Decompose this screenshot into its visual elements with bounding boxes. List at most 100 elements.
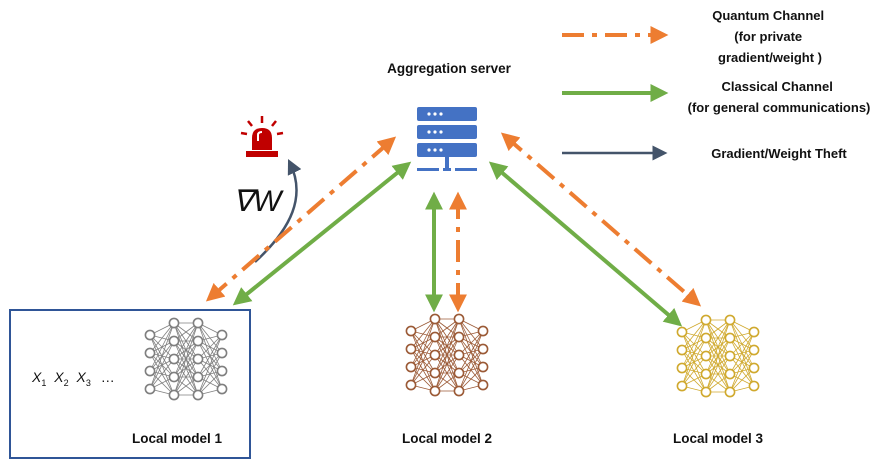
nn-edge: [434, 354, 460, 392]
nn-edge: [197, 334, 223, 378]
nn-node: [477, 361, 489, 373]
nn-node: [192, 353, 204, 365]
nn-edge: [410, 336, 436, 386]
nn-edge: [197, 334, 223, 396]
neural-network-model-1: [144, 317, 228, 401]
nn-node: [724, 350, 736, 362]
model-2-label: Local model 2: [402, 431, 492, 446]
nn-node: [168, 371, 180, 383]
nn-edge: [410, 318, 436, 368]
nn-node: [453, 331, 465, 343]
nn-edge: [410, 318, 436, 386]
nn-edge: [458, 330, 484, 392]
nn-node: [192, 317, 204, 329]
nn-node: [724, 314, 736, 326]
nn-node: [192, 335, 204, 347]
nn-node: [453, 385, 465, 397]
nn-edge: [434, 318, 460, 374]
nn-node: [168, 317, 180, 329]
nn-node: [216, 383, 228, 395]
nn-node: [676, 344, 688, 356]
nn-node: [700, 386, 712, 398]
nn-node: [676, 362, 688, 374]
nn-node: [405, 325, 417, 337]
nn-node: [168, 353, 180, 365]
nn-edge: [197, 352, 223, 396]
nn-edge: [681, 319, 707, 351]
nn-edge: [434, 336, 460, 392]
nn-edge: [149, 322, 175, 354]
nn-node: [429, 367, 441, 379]
legend-quantum-label: Quantum Channel (for private gradient/we…: [712, 8, 828, 65]
nn-edge: [149, 322, 175, 372]
nn-node: [700, 314, 712, 326]
nn-node: [216, 365, 228, 377]
nn-edge: [173, 358, 199, 396]
nn-node: [429, 313, 441, 325]
neural-network-model-2: [405, 313, 489, 397]
classical-channel-model-3: [488, 161, 683, 327]
nn-edge: [729, 331, 755, 393]
nn-node: [192, 389, 204, 401]
server-label: Aggregation server: [387, 61, 512, 76]
legend-theft-label: Gradient/Weight Theft: [711, 146, 847, 161]
nn-node: [144, 383, 156, 395]
nn-edge: [197, 334, 223, 360]
nn-edge: [705, 337, 731, 393]
nn-node: [192, 371, 204, 383]
nn-edge: [197, 370, 223, 396]
nn-edge: [173, 322, 199, 396]
legend-classical-label: Classical Channel (for general communica…: [688, 79, 871, 115]
nn-node: [676, 326, 688, 338]
nn-edge: [173, 340, 199, 396]
nn-node: [676, 380, 688, 392]
nn-node: [144, 365, 156, 377]
nn-node: [724, 332, 736, 344]
quantum-channel-model-1: [205, 136, 397, 302]
nn-edge: [458, 366, 484, 392]
nn-edge: [458, 330, 484, 356]
nn-node: [748, 380, 760, 392]
nn-node: [168, 335, 180, 347]
nn-edge: [729, 349, 755, 393]
nn-edge: [434, 318, 460, 392]
model-1-label: Local model 1: [132, 431, 223, 446]
alarm-siren-icon: [240, 116, 284, 157]
nn-edge: [705, 355, 731, 393]
model-3-label: Local model 3: [673, 431, 764, 446]
nn-node: [748, 326, 760, 338]
nn-edge: [458, 348, 484, 392]
nn-node: [700, 350, 712, 362]
nn-node: [748, 362, 760, 374]
nn-edge: [458, 330, 484, 374]
nn-node: [216, 329, 228, 341]
nn-edge: [173, 322, 199, 360]
nn-node: [453, 349, 465, 361]
nn-node: [477, 379, 489, 391]
local-model-1-box: [9, 309, 251, 459]
nn-node: [748, 344, 760, 356]
nn-edge: [681, 337, 707, 387]
nn-node: [724, 386, 736, 398]
nn-node: [429, 385, 441, 397]
nn-edge: [149, 340, 175, 390]
nn-edge: [729, 331, 755, 375]
nn-node: [453, 367, 465, 379]
nn-node: [405, 343, 417, 355]
nn-node: [700, 332, 712, 344]
model-1-inputs: X1 X2 X3 …: [31, 369, 115, 389]
nn-edge: [173, 322, 199, 378]
nn-edge: [410, 354, 436, 386]
nabla-w-label: ∇W: [233, 185, 284, 218]
nn-node: [453, 313, 465, 325]
nn-edge: [681, 319, 707, 387]
nn-node: [405, 361, 417, 373]
nn-edge: [434, 318, 460, 356]
nn-node: [724, 368, 736, 380]
nn-node: [405, 379, 417, 391]
nn-edge: [729, 367, 755, 393]
nn-edge: [410, 318, 436, 350]
nn-node: [144, 329, 156, 341]
nn-edge: [705, 319, 731, 375]
